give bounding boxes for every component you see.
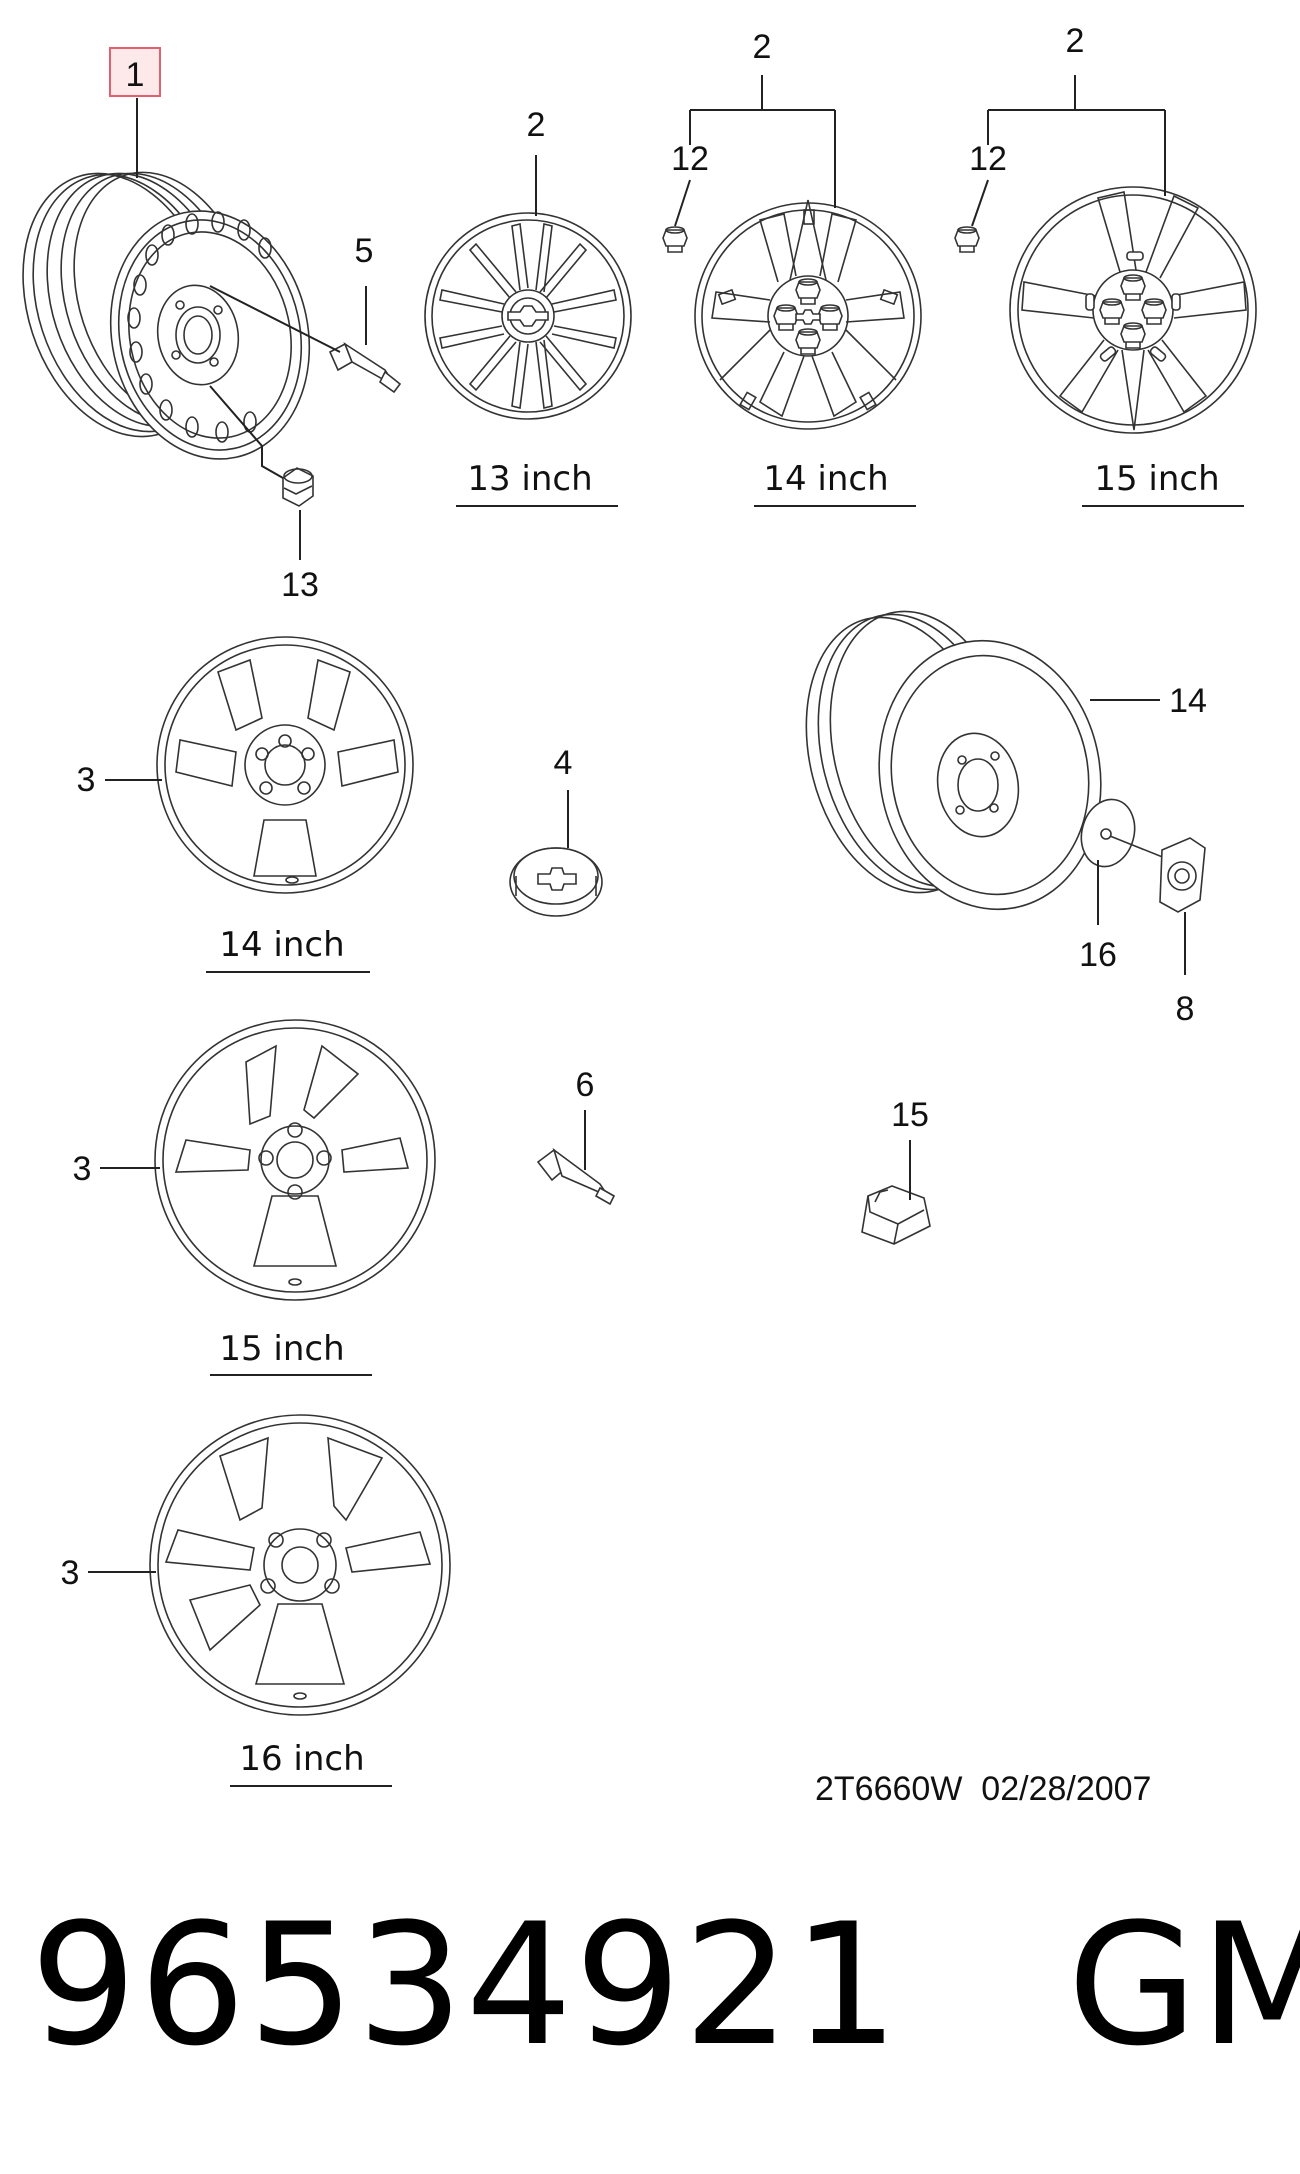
callout-4: 4 bbox=[554, 744, 573, 782]
caption-cover-13: 13 inch bbox=[467, 459, 592, 499]
wheel-cover-13-image bbox=[424, 212, 632, 420]
spare-wheel-image bbox=[805, 610, 1102, 911]
lug-nut-13-image bbox=[282, 467, 314, 507]
callout-3a: 3 bbox=[77, 761, 96, 799]
callout-5: 5 bbox=[355, 232, 374, 270]
alloy-wheel-15-image bbox=[154, 1019, 436, 1301]
callout-3c: 3 bbox=[61, 1554, 80, 1592]
wheel-cover-15-image bbox=[1009, 186, 1257, 434]
brand-name: GM bbox=[1067, 1887, 1300, 2083]
center-cap-4-image bbox=[509, 847, 603, 917]
hub-cap-16-image bbox=[1080, 798, 1166, 868]
leader-lines bbox=[88, 75, 1186, 1573]
caption-cover-15: 15 inch bbox=[1094, 459, 1219, 499]
caption-alloy-15: 15 inch bbox=[219, 1329, 344, 1369]
caption-alloy-14: 14 inch bbox=[219, 925, 344, 965]
callout-3b: 3 bbox=[73, 1150, 92, 1188]
callout-8: 8 bbox=[1176, 990, 1195, 1028]
valve-stem-6-image bbox=[536, 1147, 616, 1206]
drawing-code: 2T6660W 02/28/2007 bbox=[815, 1770, 1151, 1808]
caption-cover-14: 14 inch bbox=[763, 459, 888, 499]
callout-2b: 2 bbox=[753, 28, 772, 66]
valve-stem-5-image bbox=[209, 285, 402, 394]
part-number: 96534921 bbox=[30, 1887, 902, 2083]
callout-2c: 2 bbox=[1066, 22, 1085, 60]
part-number-line: 96534921 GM bbox=[30, 1885, 1300, 2085]
callout-14: 14 bbox=[1169, 682, 1207, 720]
caption-underlines bbox=[206, 505, 1244, 1787]
callout-2a: 2 bbox=[527, 106, 546, 144]
callout-12a: 12 bbox=[671, 140, 709, 178]
callout-16: 16 bbox=[1079, 936, 1117, 974]
caption-alloy-16: 16 inch bbox=[239, 1739, 364, 1779]
alloy-wheel-16-image bbox=[149, 1414, 451, 1716]
lug-nut-12b-image bbox=[954, 226, 980, 253]
callout-12b: 12 bbox=[969, 140, 1007, 178]
wheel-cover-14-image bbox=[694, 199, 922, 430]
wheel-lock-8-image bbox=[1159, 837, 1206, 913]
callout-15: 15 bbox=[891, 1096, 929, 1134]
steel-wheel-image bbox=[22, 171, 311, 460]
highlight-box bbox=[109, 47, 161, 97]
alloy-wheel-14-image bbox=[156, 636, 414, 894]
callout-13: 13 bbox=[281, 566, 319, 604]
callout-6: 6 bbox=[576, 1066, 595, 1104]
callout-1: 1 bbox=[126, 56, 145, 94]
sensor-15-image bbox=[861, 1185, 931, 1245]
lug-nut-12a-image bbox=[662, 226, 688, 253]
